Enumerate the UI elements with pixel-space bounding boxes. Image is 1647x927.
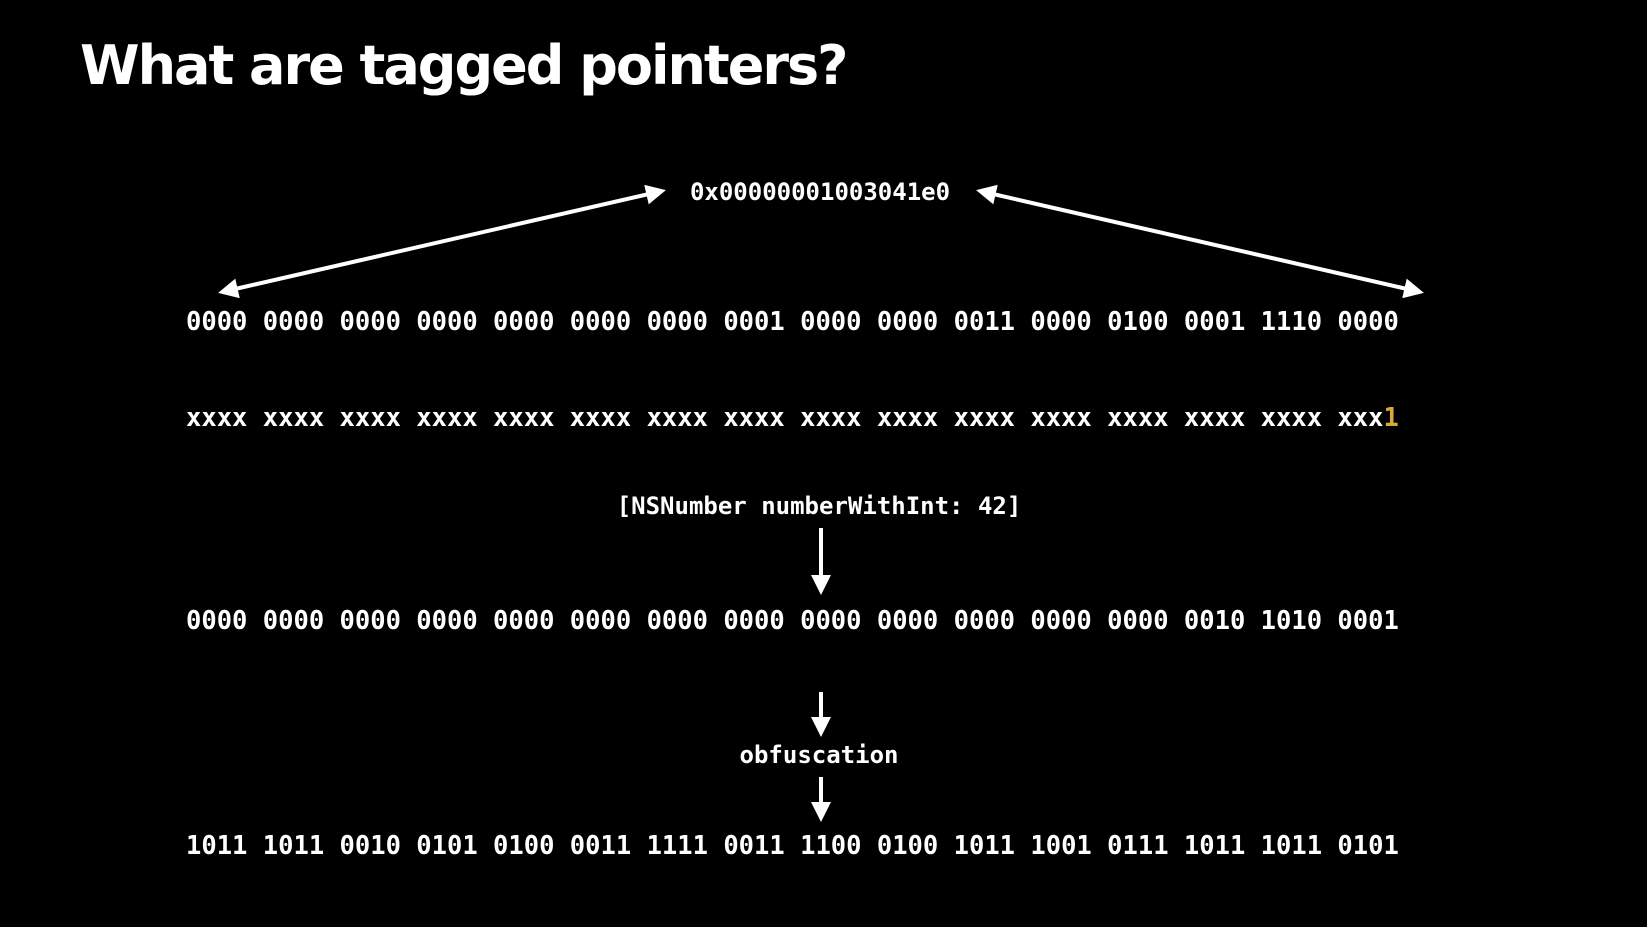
- obfuscated-bits-row: 1011 1011 0010 0101 0100 0011 1111 0011 …: [186, 831, 1399, 861]
- mask-bits: xxxx xxxx xxxx xxxx xxxx xxxx xxxx xxxx …: [186, 403, 1384, 433]
- tag-bit: 1: [1383, 403, 1399, 433]
- address-bits-row: 0000 0000 0000 0000 0000 0000 0000 0001 …: [186, 307, 1399, 337]
- number-bits-row: 0000 0000 0000 0000 0000 0000 0000 0000 …: [186, 606, 1399, 636]
- mask-bits-row: xxxx xxxx xxxx xxxx xxxx xxxx xxxx xxxx …: [186, 403, 1399, 433]
- pointer-hex-label: 0x00000001003041e0: [689, 178, 951, 206]
- obfuscation-label: obfuscation: [739, 741, 899, 769]
- code-call-label: [NSNumber numberWithInt: 42]: [616, 492, 1022, 520]
- left-double-arrow: [218, 184, 666, 299]
- right-double-arrow: [976, 184, 1424, 299]
- slide-title: What are tagged pointers?: [80, 34, 848, 97]
